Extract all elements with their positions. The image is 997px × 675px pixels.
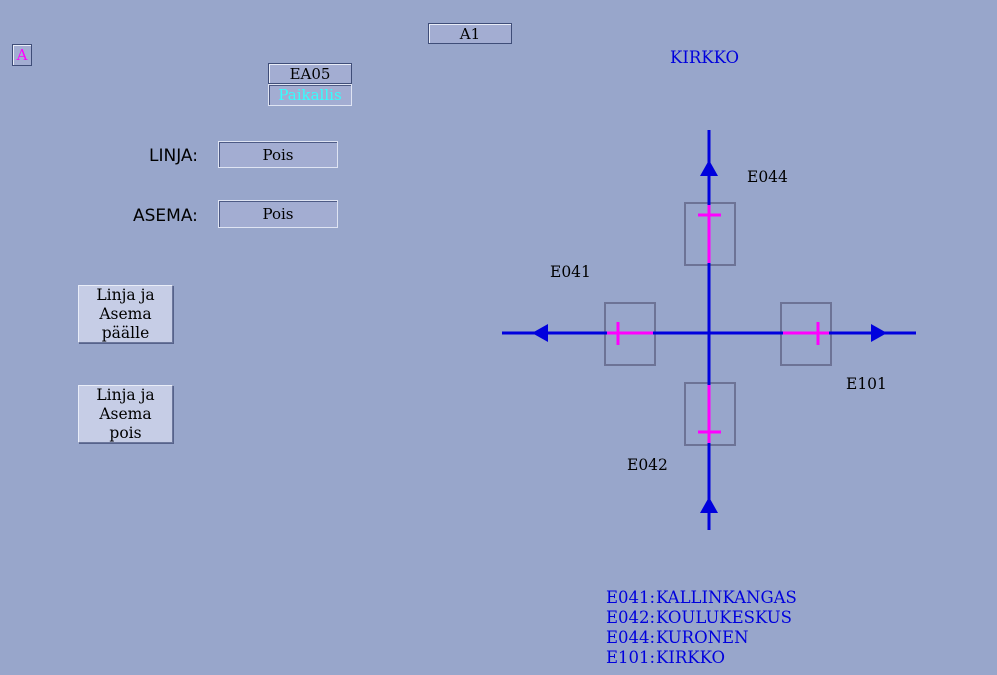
legend-row: E042:KOULUKESKUS	[606, 608, 797, 628]
arrow-left-icon	[532, 324, 548, 342]
legend-name: KURONEN	[656, 628, 749, 647]
arrow-up-bottom-icon	[700, 497, 718, 513]
line-and-station-off-button[interactable]: Linja ja Asema pois	[78, 385, 173, 443]
legend-name: KOULUKESKUS	[656, 608, 792, 627]
linja-label: LINJA:	[149, 146, 198, 166]
asema-value-field[interactable]: Pois	[218, 200, 338, 228]
signal-e044-icon	[698, 205, 721, 263]
legend-code: E101:	[606, 648, 656, 667]
signal-e042-icon	[698, 385, 721, 443]
line-and-station-on-label-2: päälle	[101, 323, 150, 342]
legend-row: E041:KALLINKANGAS	[606, 588, 797, 608]
line-and-station-on-button[interactable]: Linja ja Asema päälle	[78, 285, 173, 343]
top-tab-a1[interactable]: A1	[428, 23, 512, 44]
legend-name: KIRKKO	[656, 648, 726, 667]
signal-e041-icon	[607, 322, 653, 345]
mode-indicator: Paikallis	[268, 84, 352, 106]
arrow-up-icon	[700, 160, 718, 176]
asema-label: ASEMA:	[133, 206, 198, 226]
label-e101: E101	[846, 375, 887, 393]
legend-row: E044:KURONEN	[606, 628, 797, 648]
legend-row: E101:KIRKKO	[606, 648, 797, 668]
legend-code: E044:	[606, 628, 656, 647]
legend-name: KALLINKANGAS	[656, 588, 797, 607]
line-and-station-off-label-1: Linja ja Asema	[96, 385, 155, 423]
line-and-station-off-label-2: pois	[109, 423, 142, 442]
junction-title: KIRKKO	[670, 48, 740, 67]
corner-a-button[interactable]: A	[12, 44, 32, 66]
station-code-label: EA05	[268, 63, 352, 84]
label-e041: E041	[550, 263, 591, 281]
line-and-station-on-label-1: Linja ja Asema	[96, 285, 155, 323]
direction-legend: E041:KALLINKANGAS E042:KOULUKESKUS E044:…	[606, 588, 797, 668]
arrow-right-icon	[871, 324, 887, 342]
linja-value-field[interactable]: Pois	[218, 141, 338, 168]
legend-code: E041:	[606, 588, 656, 607]
signal-e101-icon	[783, 322, 829, 345]
label-e044: E044	[747, 168, 788, 186]
legend-code: E042:	[606, 608, 656, 627]
label-e042: E042	[627, 456, 668, 474]
